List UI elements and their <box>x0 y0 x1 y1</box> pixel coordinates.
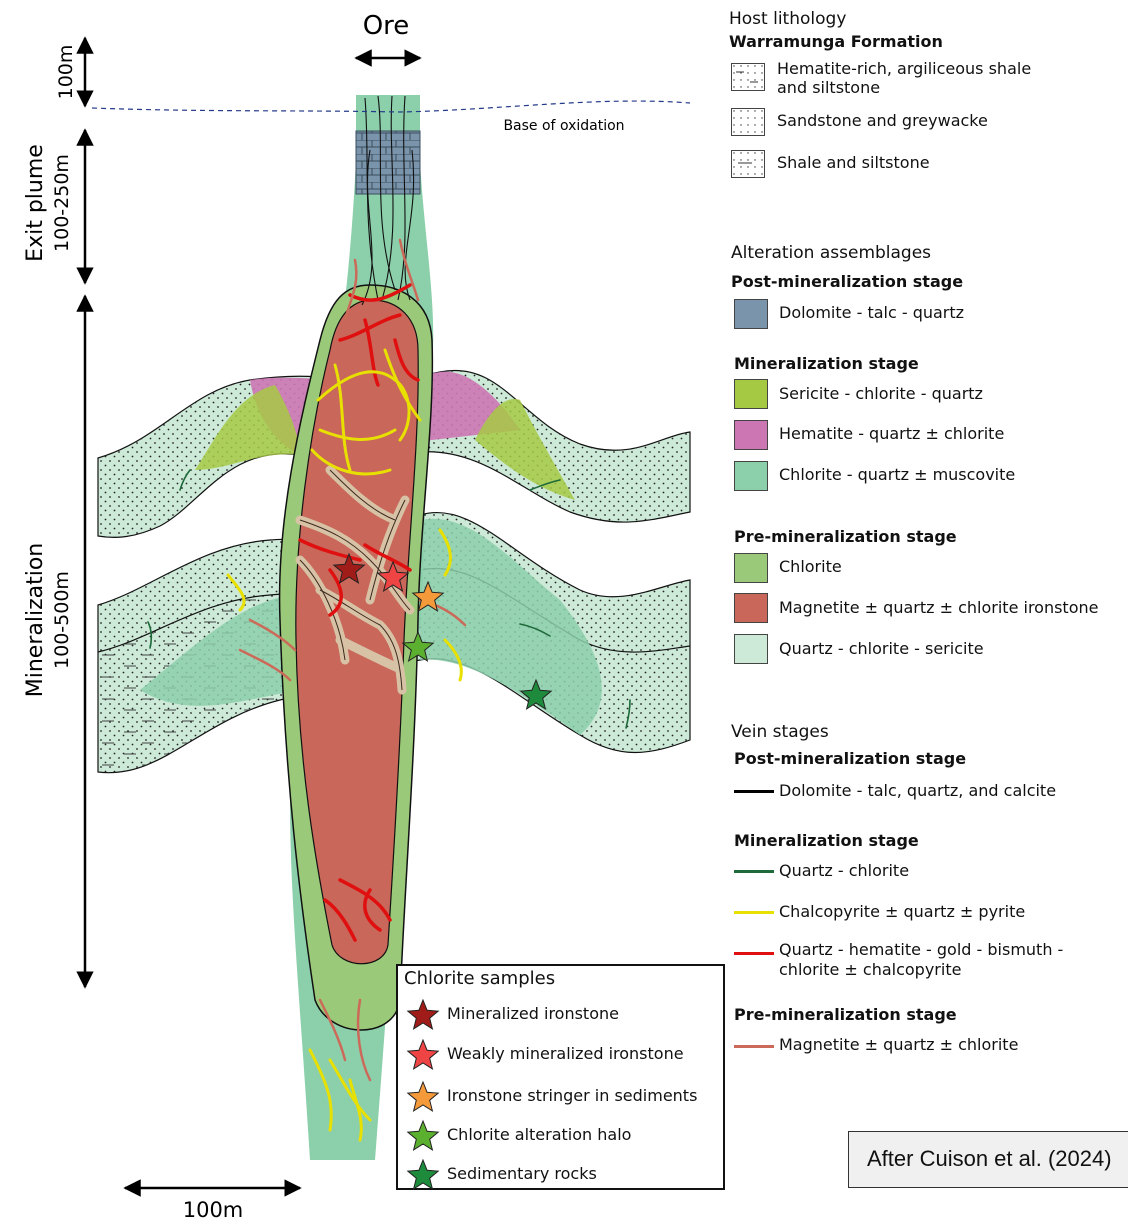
dolomite-cap <box>356 131 420 194</box>
host-label-siltstone: Shale and siltstone <box>777 154 930 172</box>
alt-swatch-magnetite <box>734 593 768 623</box>
alt-swatch-dolomite <box>734 299 768 329</box>
alt-swatch-chlorite <box>734 553 768 583</box>
alt-label-dolomite: Dolomite - talc - quartz <box>779 304 964 322</box>
host-label-sandstone: Sandstone and greywacke <box>777 112 988 130</box>
vein-line-hematite-gold <box>734 952 774 955</box>
vein-title: Vein stages <box>731 722 829 742</box>
alt-label-sericite: Sericite - chlorite - quartz <box>779 385 983 403</box>
vein-label-magnetite: Magnetite ± quartz ± chlorite <box>779 1036 1018 1054</box>
alt-label-hematite: Hematite - quartz ± chlorite <box>779 425 1004 443</box>
star-icon <box>406 998 440 1032</box>
star-icon <box>406 1038 440 1072</box>
mineralization-range: 100-500m <box>51 571 73 669</box>
vein-label-dolomite: Dolomite - talc, quartz, and calcite <box>779 782 1056 800</box>
alt-label-chlorite-quartz: Chlorite - quartz ± muscovite <box>779 466 1015 484</box>
mineralization-title: Mineralization <box>23 543 48 698</box>
alteration-post-head: Post-mineralization stage <box>731 272 963 291</box>
bottom-scale-label: 100m <box>183 1198 244 1222</box>
vein-line-quartz-chlorite <box>734 870 774 873</box>
alteration-pre-head: Pre-mineralization stage <box>734 527 957 546</box>
vein-pre-head: Pre-mineralization stage <box>734 1005 957 1024</box>
alt-label-chlorite: Chlorite <box>779 558 842 576</box>
host-lithology-title: Host lithology <box>729 9 846 29</box>
alt-swatch-quartz-chlorite <box>734 634 768 664</box>
vein-line-chalcopyrite <box>734 911 774 914</box>
vein-label-hematite-gold-line2: chlorite ± chalcopyrite <box>779 961 961 979</box>
host-label-shale-line1: Hematite-rich, argiliceous shale <box>777 60 1031 78</box>
sample-label: Chlorite alteration halo <box>447 1125 631 1144</box>
sample-label: Mineralized ironstone <box>447 1004 619 1023</box>
citation-box: After Cuison et al. (2024) <box>848 1131 1128 1188</box>
sample-label: Ironstone stringer in sediments <box>447 1086 697 1105</box>
host-lithology-subtitle: Warramunga Formation <box>729 32 943 51</box>
alt-swatch-chlorite-quartz <box>734 461 768 491</box>
star-icon <box>406 1119 440 1153</box>
sample-label: Sedimentary rocks <box>447 1164 597 1183</box>
alt-swatch-hematite <box>734 420 768 450</box>
vein-label-quartz-chlorite: Quartz - chlorite <box>779 862 909 880</box>
vein-line-magnetite <box>734 1045 774 1048</box>
host-swatch-sandstone <box>731 108 765 136</box>
star-icon <box>406 1158 440 1192</box>
chlorite-samples-title: Chlorite samples <box>404 968 555 989</box>
sample-label: Weakly mineralized ironstone <box>447 1044 684 1063</box>
star-icon <box>406 1080 440 1114</box>
host-swatch-siltstone <box>731 150 765 178</box>
exit-plume-title: Exit plume <box>23 144 48 262</box>
alteration-title: Alteration assemblages <box>731 243 931 263</box>
alt-label-magnetite: Magnetite ± quartz ± chlorite ironstone <box>779 599 1098 617</box>
vein-line-dolomite <box>734 790 774 793</box>
vein-post-head: Post-mineralization stage <box>734 749 966 768</box>
alteration-min-head: Mineralization stage <box>734 354 919 373</box>
vein-label-hematite-gold-line1: Quartz - hematite - gold - bismuth - <box>779 941 1063 959</box>
vein-min-head: Mineralization stage <box>734 831 919 850</box>
alt-label-quartz-chlorite: Quartz - chlorite - sericite <box>779 640 984 658</box>
top-scale-label: 100m <box>55 45 77 100</box>
ore-label: Ore <box>363 11 410 41</box>
vein-label-chalcopyrite: Chalcopyrite ± quartz ± pyrite <box>779 903 1025 921</box>
host-swatch-shale <box>731 63 765 91</box>
host-label-shale-line2: and siltstone <box>777 79 880 97</box>
alt-swatch-sericite <box>734 379 768 409</box>
base-of-oxidation-label: Base of oxidation <box>503 118 624 134</box>
exit-plume-range: 100-250m <box>51 154 73 252</box>
chlorite-samples-legend: Chlorite samples Mineralized ironstone W… <box>396 964 725 1190</box>
